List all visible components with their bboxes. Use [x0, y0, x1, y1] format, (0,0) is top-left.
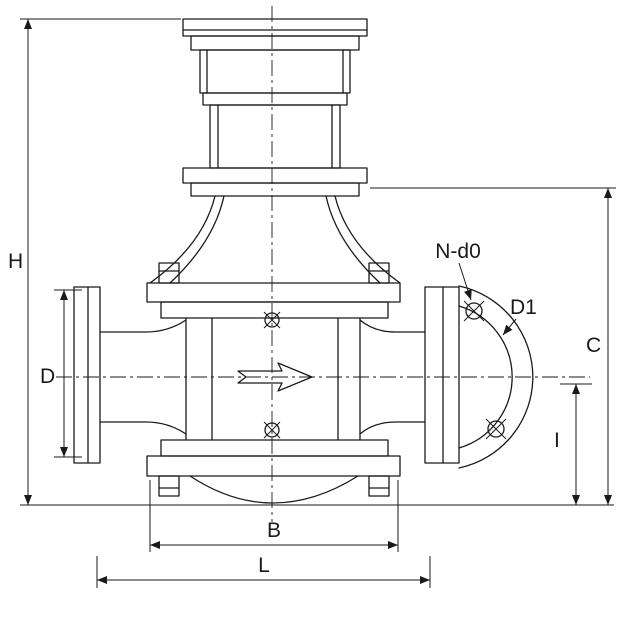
bottom-bolt-left [158, 475, 180, 497]
dim-label-i: I [554, 429, 560, 452]
right-pipe [359, 319, 426, 435]
bonnet-bell [149, 195, 401, 284]
left-pipe [99, 319, 187, 435]
valve-body [185, 317, 361, 441]
dim-label-c: C [586, 334, 601, 357]
callout-D1: D1 [502, 296, 537, 336]
dimension-C: C [370, 187, 616, 505]
body-bottom-flange [146, 439, 401, 477]
actuator-assembly [182, 18, 368, 197]
dimension-D: D [40, 289, 82, 458]
center-bolt-symbol-bottom [263, 421, 281, 439]
dimension-B: B [149, 480, 399, 552]
callout-label-n-d0: N-d0 [435, 240, 481, 263]
center-bolt-symbol-top [263, 311, 281, 329]
dim-label-b: B [267, 519, 281, 542]
dim-label-l: L [258, 554, 270, 577]
callout-N-d0: N-d0 [435, 240, 481, 301]
dim-label-d: D [40, 365, 55, 388]
bolt-hole-top [463, 300, 485, 322]
bottom-bolt-right [368, 475, 390, 497]
left-flange [73, 286, 101, 464]
bottom-dome [189, 475, 359, 504]
top-bolt-left [158, 262, 180, 284]
dimension-I: I [554, 383, 592, 505]
flange-end-view [458, 285, 534, 469]
dimension-L: L [96, 554, 431, 588]
top-bolt-right [368, 262, 390, 284]
callout-label-d1: D1 [510, 296, 537, 319]
dimension-H: H [8, 18, 614, 506]
bolt-hole-bottom [485, 418, 507, 440]
dim-label-h: H [8, 250, 23, 273]
right-flange [424, 286, 460, 464]
centerlines [56, 6, 590, 522]
flow-direction-arrow [237, 362, 313, 392]
